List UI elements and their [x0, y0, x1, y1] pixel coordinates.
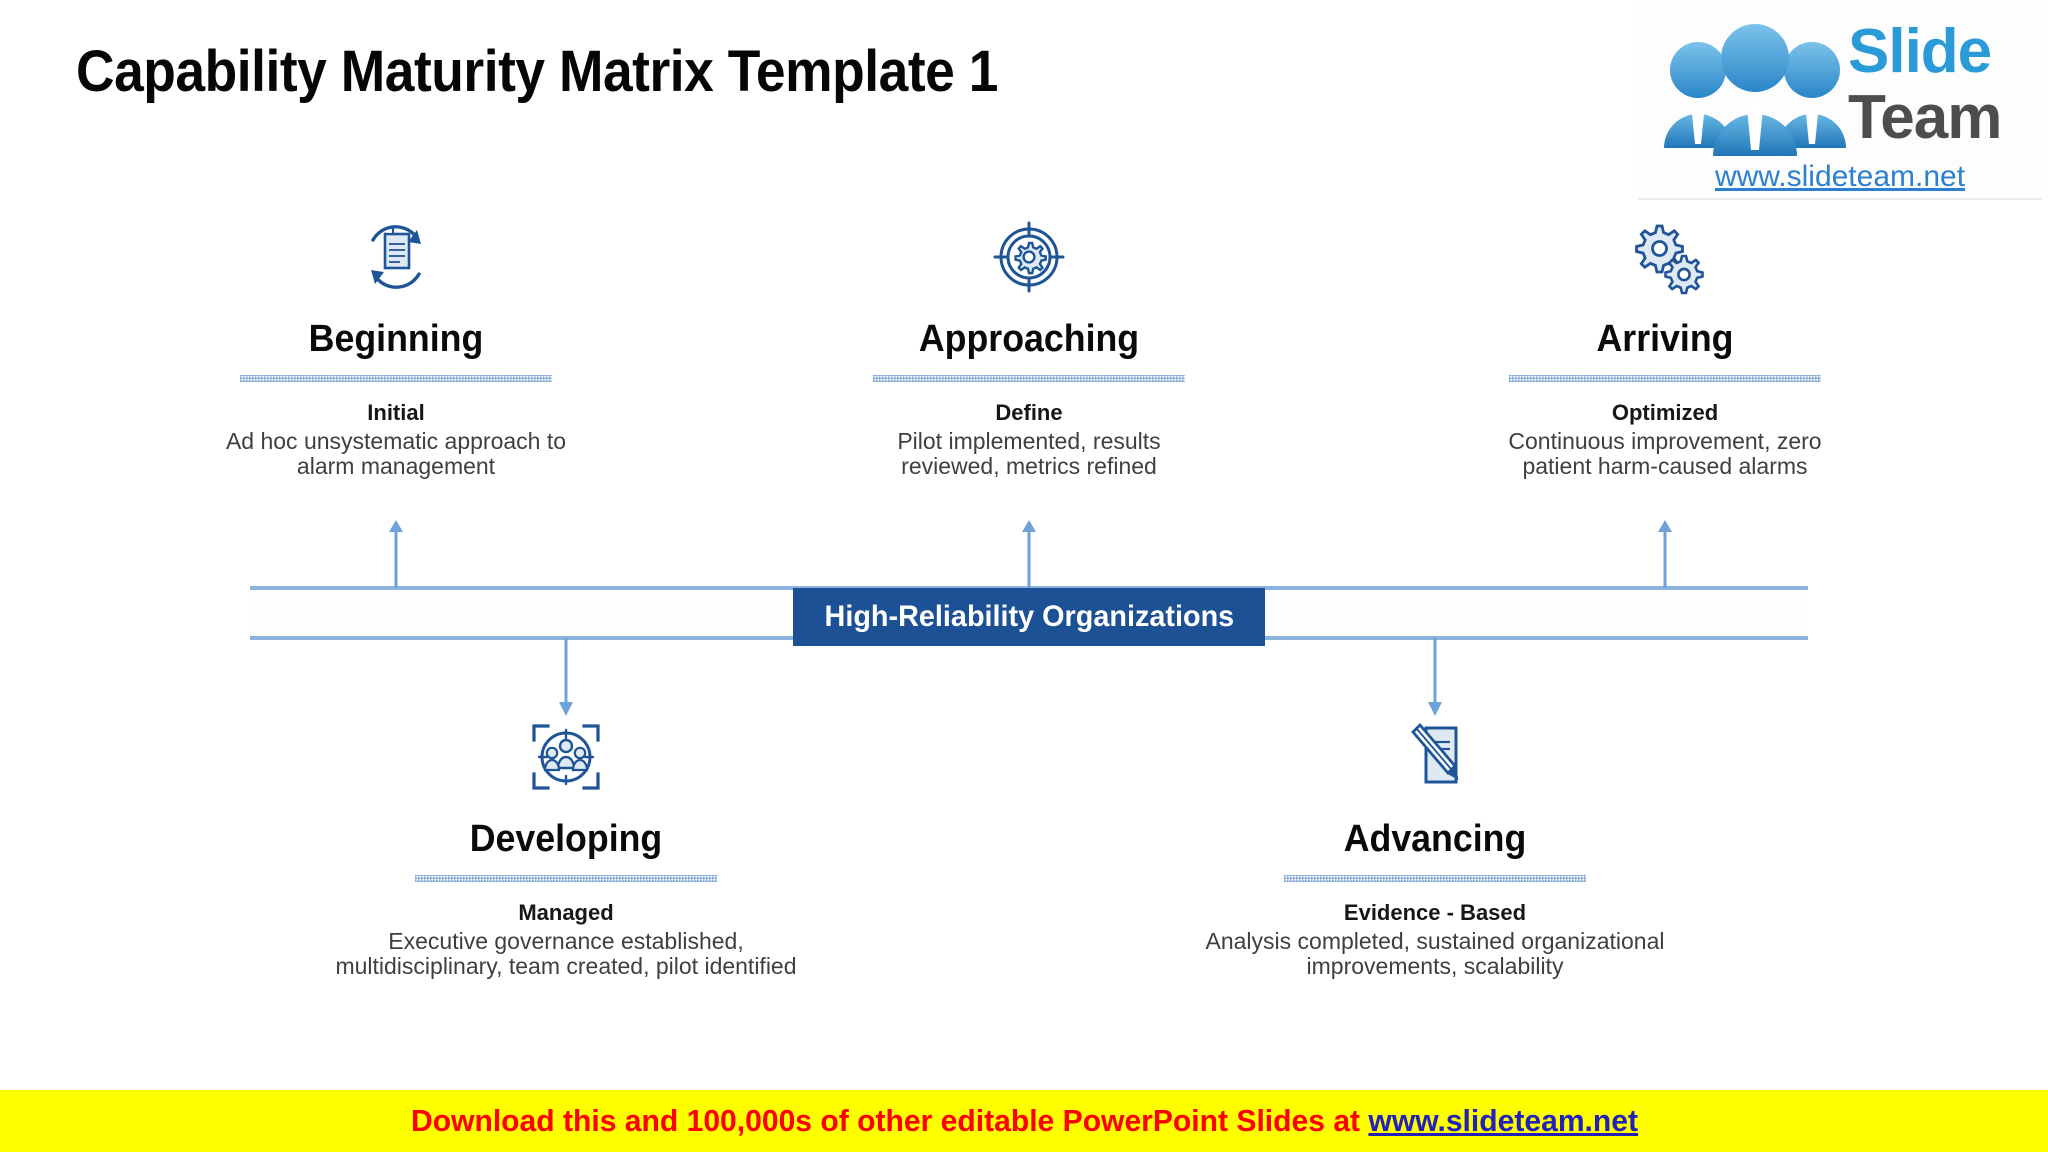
center-banner[interactable]: High-Reliability Organizations: [793, 588, 1265, 646]
stage-description: Continuous improvement, zero patient har…: [1508, 428, 1822, 479]
stage-description: Pilot implemented, results reviewed, met…: [897, 428, 1161, 479]
slideteam-logo[interactable]: Slide Team www.slideteam.net: [1638, 2, 2042, 200]
stage-title: Approaching: [918, 318, 1140, 360]
target-gear-icon: [809, 218, 1249, 296]
page-title: Capability Maturity Matrix Template 1: [76, 39, 998, 104]
footer-text-label: Download this and 100,000s of other edit…: [410, 1103, 1368, 1138]
stage-title: Advancing: [1343, 818, 1527, 860]
stage-description: Executive governance established, multid…: [335, 928, 797, 979]
connector-up-approaching: [1019, 518, 1039, 588]
connector-up-beginning: [386, 518, 406, 588]
stage-divider: [1509, 375, 1821, 382]
stage-title: Arriving: [1596, 318, 1734, 360]
team-focus-target-icon: [286, 718, 846, 796]
logo-brand-slide: Slide: [1848, 17, 1992, 86]
stage-card-beginning[interactable]: Beginning Initial Ad hoc unsystematic ap…: [176, 218, 616, 478]
logo-url[interactable]: www.slideteam.net: [1714, 160, 1966, 193]
stage-subtitle: Initial: [367, 400, 425, 425]
stage-card-developing[interactable]: Developing Managed Executive governance …: [286, 718, 846, 978]
stage-divider: [1284, 875, 1586, 882]
footer-text: Download this and 100,000s of other edit…: [410, 1103, 1637, 1139]
document-refresh-cycle-icon: [176, 218, 616, 296]
connector-up-arriving: [1655, 518, 1675, 588]
stage-card-advancing[interactable]: Advancing Evidence - Based Analysis comp…: [1155, 718, 1715, 978]
logo-brand-team: Team: [1848, 83, 2002, 152]
footer-link[interactable]: www.slideteam.net: [1367, 1103, 1638, 1138]
footer-banner: Download this and 100,000s of other edit…: [0, 1087, 2048, 1152]
document-pencil-icon: [1155, 718, 1715, 796]
stage-title: Developing: [469, 818, 663, 860]
stage-card-arriving[interactable]: Arriving Optimized Continuous improvemen…: [1445, 218, 1885, 478]
stage-subtitle: Define: [995, 400, 1063, 425]
stage-subtitle: Managed: [518, 900, 614, 925]
stage-description: Ad hoc unsystematic approach to alarm ma…: [225, 428, 567, 479]
people-group-icon: [1660, 20, 1850, 162]
stage-subtitle: Evidence - Based: [1343, 900, 1527, 925]
stage-divider: [415, 875, 717, 882]
two-gears-icon: [1445, 218, 1885, 296]
stage-divider: [240, 375, 552, 382]
stage-title: Beginning: [308, 318, 484, 360]
stage-subtitle: Optimized: [1611, 400, 1719, 425]
connector-down-developing: [556, 638, 576, 718]
stage-card-approaching[interactable]: Approaching Define Pilot implemented, re…: [809, 218, 1249, 478]
stage-description: Analysis completed, sustained organizati…: [1205, 928, 1665, 979]
stage-divider: [873, 375, 1185, 382]
center-banner-label: High-Reliability Organizations: [824, 600, 1234, 633]
connector-down-advancing: [1425, 638, 1445, 718]
